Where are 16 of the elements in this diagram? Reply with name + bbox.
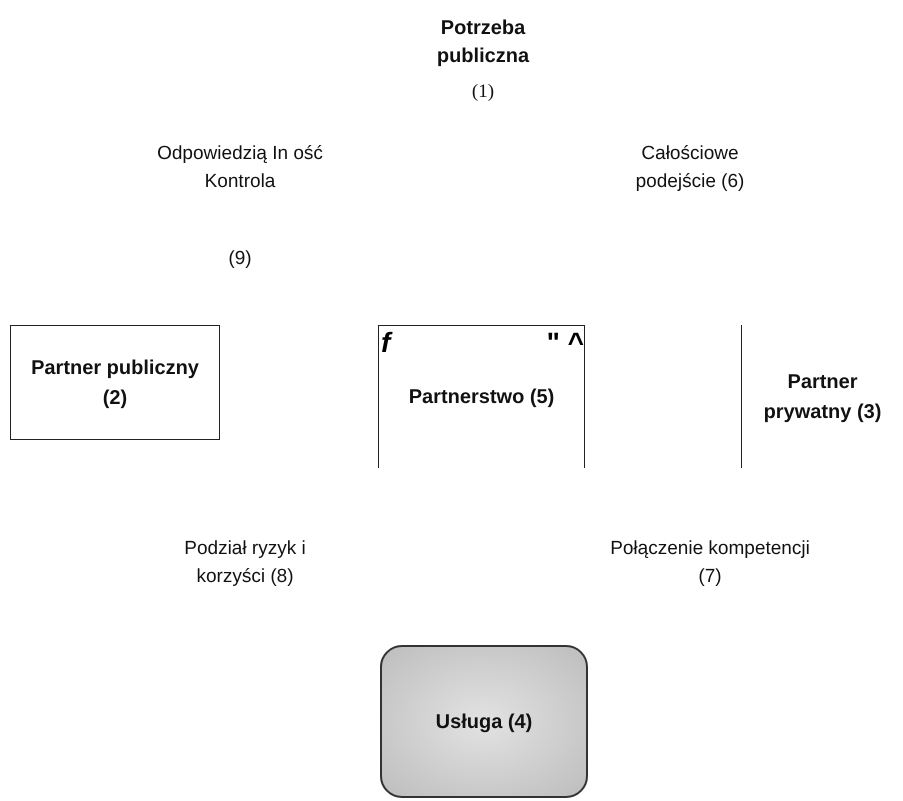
box-title: Partner prywatny (3) [762, 370, 882, 424]
box-title: Partnerstwo (5) [408, 385, 554, 410]
rounded-box [380, 645, 588, 798]
concept-label: Całościowe podejście (6) [634, 142, 746, 194]
concept-label: Odpowiedzią In ość Kontrola [156, 142, 324, 194]
stray-mark: " ^ [546, 328, 584, 358]
stray-mark: f [381, 328, 390, 358]
box-title: Usługa (4) [436, 710, 532, 734]
box [10, 325, 220, 440]
number-label: (9) [227, 247, 253, 271]
box-title: Partner publiczny (2) [30, 356, 200, 410]
title-text: Potrzeba publiczna [436, 16, 530, 69]
concept-label: Podział ryzyk i korzyści (8) [183, 537, 307, 589]
number-label: (1) [470, 80, 496, 104]
box [378, 325, 585, 468]
concept-label: Połączenie kompetencji (7) [610, 537, 810, 589]
